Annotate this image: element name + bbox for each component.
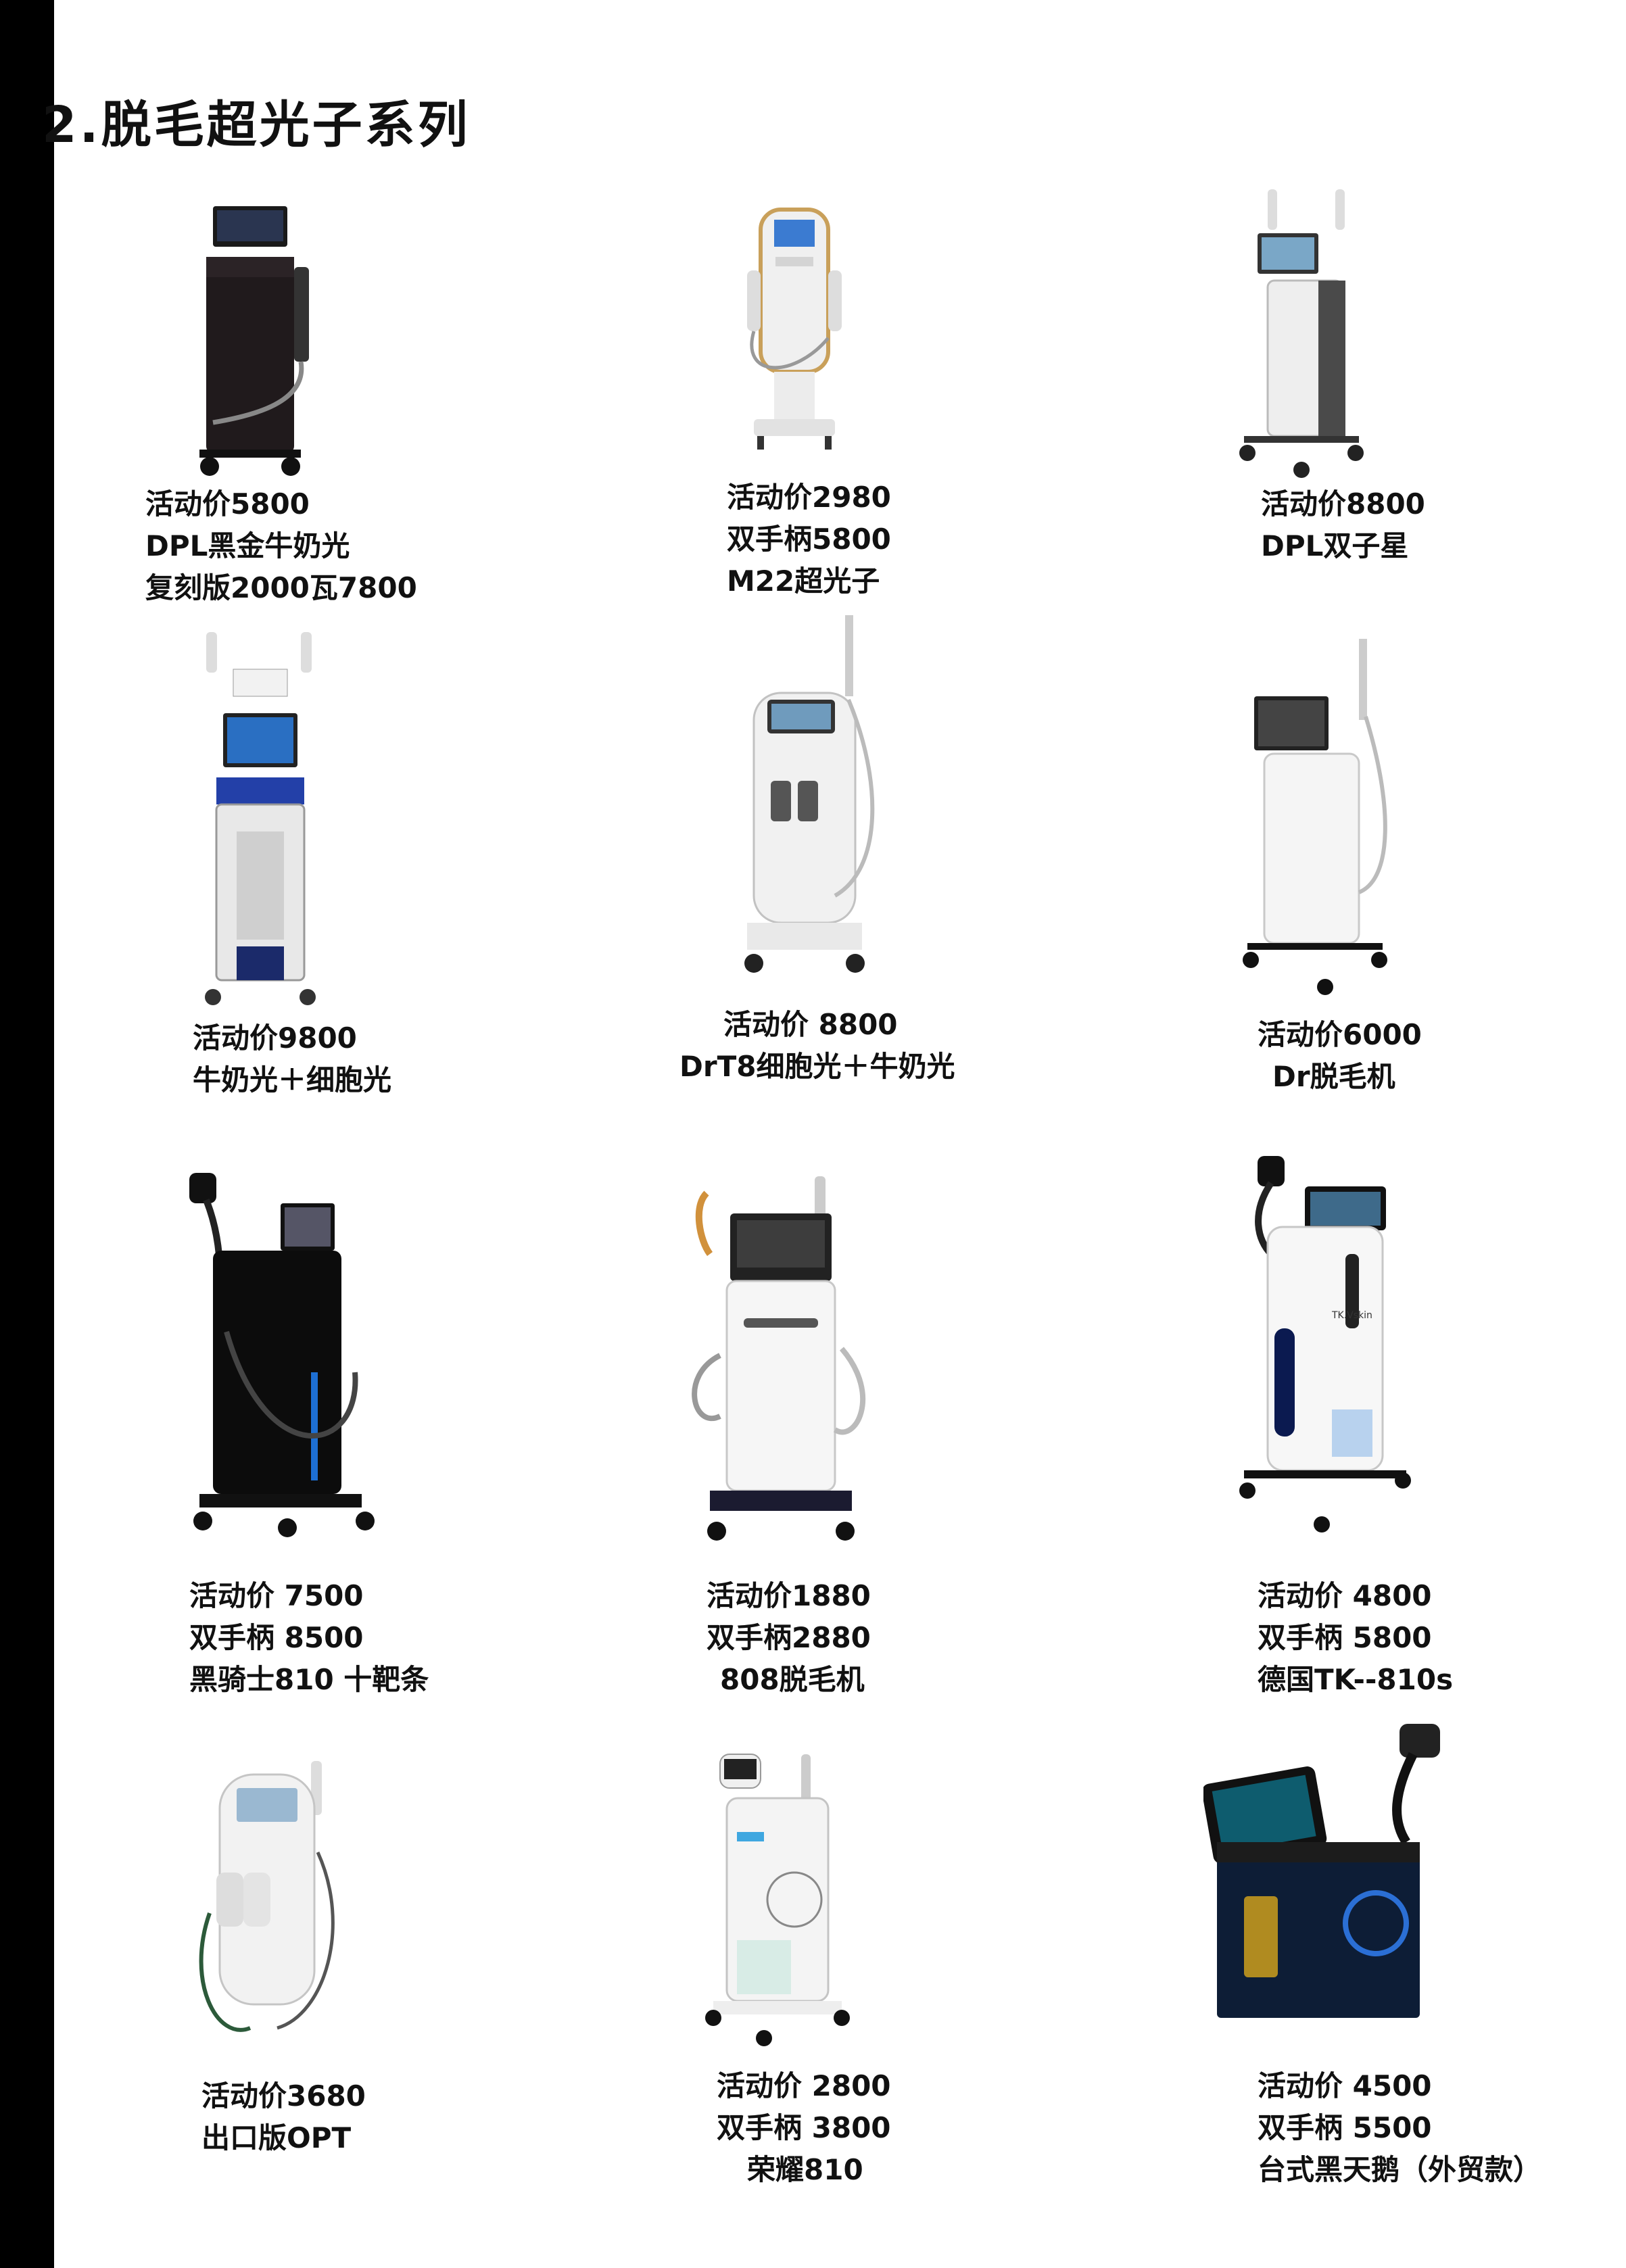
name-line: DrT8细胞光＋牛奶光 <box>679 1050 955 1083</box>
cell-light-tower-machine-image <box>205 632 316 1005</box>
name-line: 双手柄 5800 <box>1258 1621 1432 1654</box>
price-line: 活动价9800 <box>193 1021 357 1055</box>
product-caption: 活动价9800 牛奶光＋细胞光 <box>193 1017 391 1101</box>
white-export-opt-machine-image <box>199 1761 335 2032</box>
name-line: 双手柄2880 <box>707 1621 871 1654</box>
tk-vskin-machine-image: TK.Vskin <box>1239 1156 1411 1533</box>
name-line: DPL黑金牛奶光 <box>145 529 350 562</box>
desktop-black-swan-machine-image <box>1203 1724 1440 2018</box>
price-line: 活动价3680 <box>201 2079 366 2113</box>
price-line: 活动价 7500 <box>189 1579 364 1612</box>
product-caption: 活动价2980 双手柄5800 M22超光子 <box>727 477 891 602</box>
white-808-machine-image <box>692 1176 866 1541</box>
name-line: 双手柄5800 <box>727 523 891 556</box>
white-glory-machine-image <box>705 1754 850 2046</box>
white-laser-stand-machine-image <box>1243 639 1387 995</box>
name-line: 牛奶光＋细胞光 <box>193 1063 392 1096</box>
name-line: DPL双子星 <box>1261 529 1409 562</box>
dual-handle-tower-machine-image <box>1239 189 1364 478</box>
white-gold-opt-machine-image <box>747 208 842 450</box>
extra-line: 复刻版2000瓦7800 <box>145 571 417 604</box>
tk-vskin-logo: TK.Vskin <box>1331 1310 1372 1321</box>
extra-line: 德国TK--810s <box>1258 1663 1454 1696</box>
price-line: 活动价 8800 <box>723 1008 898 1041</box>
product-caption: 活动价8800 DPL双子星 <box>1261 483 1425 567</box>
product-caption: 活动价 8800 DrT8细胞光＋牛奶光 <box>679 1004 955 1088</box>
product-caption: 活动价 2800 双手柄 3800 荣耀810 <box>717 2065 891 2191</box>
extra-line: 台式黑天鹅（外贸款） <box>1258 2153 1542 2186</box>
white-dual-handle-machine-image <box>744 615 875 973</box>
price-line: 活动价 4800 <box>1258 1579 1432 1612</box>
name-line: Dr脱毛机 <box>1272 1060 1395 1093</box>
product-caption: 活动价 7500 双手柄 8500 黑骑士810 十靶条 <box>189 1575 429 1701</box>
name-line: 双手柄 3800 <box>717 2111 891 2144</box>
extra-line: 808脱毛机 <box>720 1663 865 1696</box>
product-caption: 活动价 4500 双手柄 5500 台式黑天鹅（外贸款） <box>1258 2065 1541 2191</box>
product-caption: 活动价3680 出口版OPT <box>201 2075 366 2159</box>
extra-line: M22超光子 <box>727 564 880 598</box>
product-caption: 活动价1880 双手柄2880 808脱毛机 <box>707 1575 871 1701</box>
price-line: 活动价 2800 <box>717 2069 891 2102</box>
name-line: 双手柄 8500 <box>189 1621 364 1654</box>
price-line: 活动价2980 <box>727 481 891 514</box>
product-caption: 活动价5800 DPL黑金牛奶光 复刻版2000瓦7800 <box>145 483 417 609</box>
name-line: 双手柄 5500 <box>1258 2111 1432 2144</box>
scan-edge-bar <box>0 0 54 2268</box>
price-line: 活动价6000 <box>1258 1018 1422 1051</box>
price-line: 活动价5800 <box>145 487 310 521</box>
black-diode-laser-machine-image <box>189 1173 375 1537</box>
extra-line: 荣耀810 <box>747 2153 863 2186</box>
price-line: 活动价8800 <box>1261 487 1425 521</box>
price-line: 活动价1880 <box>707 1579 871 1612</box>
name-line: 出口版OPT <box>201 2121 352 2154</box>
black-hair-removal-machine-image <box>199 206 309 476</box>
product-caption: 活动价 4800 双手柄 5800 德国TK--810s <box>1258 1575 1453 1701</box>
product-caption: 活动价6000 Dr脱毛机 <box>1258 1014 1422 1098</box>
extra-line: 黑骑士810 十靶条 <box>189 1663 429 1696</box>
price-line: 活动价 4500 <box>1258 2069 1432 2102</box>
page-title: 2.脱毛超光子系列 <box>42 96 471 154</box>
